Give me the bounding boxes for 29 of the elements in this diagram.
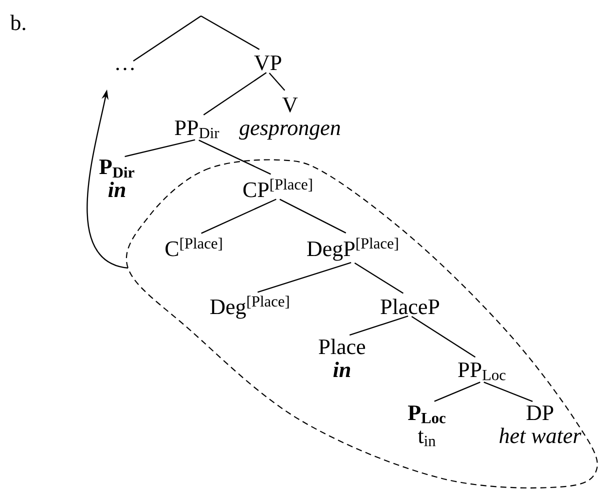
tree-label: V gesprongen	[239, 98, 340, 140]
tree-branch	[268, 72, 286, 91]
tree-branch	[133, 16, 202, 62]
tree-label: PP$_{Dir}$	[174, 120, 220, 138]
tree-branch	[257, 262, 352, 293]
tree-label: DP het water	[500, 406, 582, 444]
tree-label: DegP$^{[Place]}$	[307, 238, 398, 261]
tree-label: C$^{[Place]}$	[166, 238, 222, 256]
tree-label: PP$_{Loc}$	[458, 362, 506, 380]
tree-label: Deg$^{[Place]}$	[210, 296, 289, 319]
tree-label: …	[116, 68, 134, 70]
tree-branch	[349, 315, 408, 336]
tree-branch	[200, 15, 260, 50]
tree-label: CP$^{[Place]}$	[243, 178, 312, 198]
tree-branch	[484, 382, 533, 402]
tree-branch	[434, 382, 480, 402]
tree-label: PlaceP	[380, 298, 440, 314]
tree-branch	[198, 140, 272, 175]
tree-branch	[280, 198, 346, 234]
tree-label: P$_{Loc}$ t$_{in}$	[408, 406, 446, 446]
tree-branch	[201, 198, 276, 234]
tree-label: P$_{Dir}$ in	[99, 160, 134, 197]
tree-branch	[203, 72, 267, 116]
tree-label: Place in	[318, 338, 366, 377]
tree-branch	[124, 139, 196, 158]
tree-branch	[411, 316, 476, 358]
tree-branch	[354, 262, 404, 294]
tree-label: VP	[254, 56, 282, 70]
item-label: b.	[10, 14, 26, 30]
